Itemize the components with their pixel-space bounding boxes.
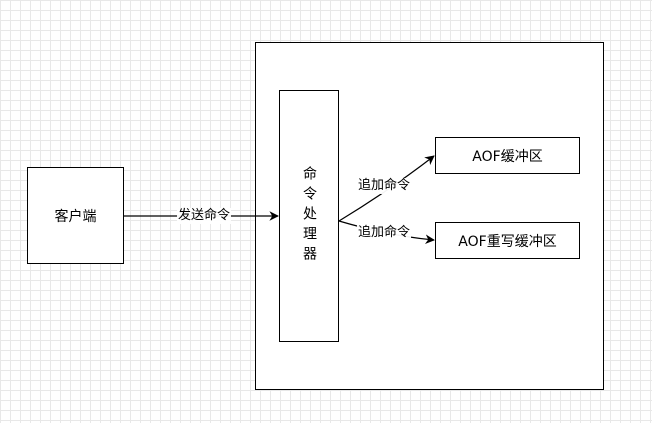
- aof-buffer-label: AOF缓冲区: [472, 148, 543, 165]
- aof-rewrite-buffer-node[interactable]: AOF重写缓冲区: [435, 222, 580, 259]
- send-command-label: 发送命令: [177, 208, 232, 224]
- aof-buffer-node[interactable]: AOF缓冲区: [435, 137, 580, 174]
- command-processor-label: 命令处理器: [301, 166, 317, 266]
- append-command-label-1: 追加命令: [357, 178, 412, 194]
- client-label: 客户端: [54, 208, 97, 225]
- aof-rewrite-buffer-label: AOF重写缓冲区: [458, 233, 557, 250]
- append-command-label-2: 追加命令: [357, 225, 412, 241]
- command-processor-node[interactable]: 命令处理器: [279, 90, 339, 342]
- client-node[interactable]: 客户端: [27, 167, 124, 264]
